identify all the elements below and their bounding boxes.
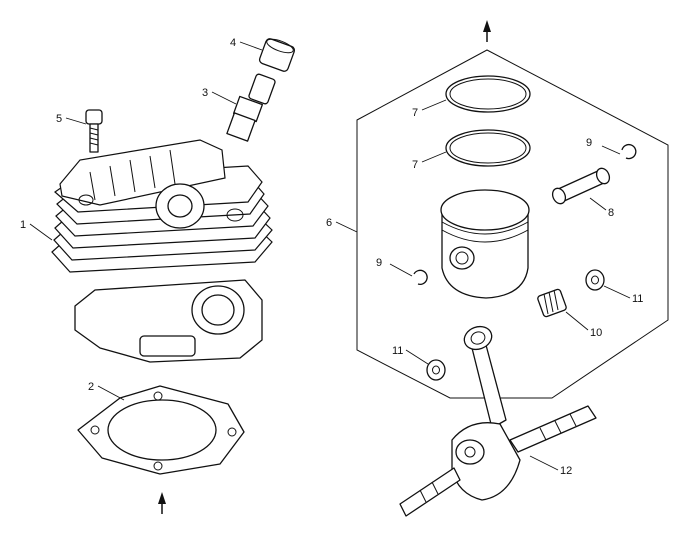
top-direction-arrow [483, 20, 491, 42]
decompression-valve [226, 73, 276, 142]
callout-9-lower: 9 [376, 257, 382, 269]
callout-7-lower: 7 [412, 159, 418, 171]
valve-cap [258, 38, 296, 72]
piston [440, 189, 530, 299]
circlip-upper [621, 143, 637, 160]
circlip-lower [413, 269, 428, 285]
callout-2: 2 [88, 381, 94, 393]
callout-12: 12 [560, 465, 572, 477]
callout-9-upper: 9 [586, 137, 592, 149]
callout-3: 3 [202, 87, 208, 99]
piston-ring-upper [445, 75, 531, 113]
needle-bearing [537, 288, 567, 318]
callout-7-upper: 7 [412, 107, 418, 119]
leader-lines [29, 41, 631, 471]
cylinder [51, 139, 273, 363]
bottom-direction-arrow [158, 492, 166, 514]
callout-8: 8 [608, 207, 614, 219]
crankshaft [399, 325, 597, 517]
piston-group-outline [356, 49, 669, 399]
callout-4: 4 [230, 37, 236, 49]
piston-ring-lower [445, 129, 531, 167]
callout-6: 6 [326, 217, 332, 229]
thrust-washer-right [585, 269, 605, 291]
callout-10: 10 [590, 327, 602, 339]
callout-1: 1 [20, 219, 26, 231]
piston-pin [551, 167, 611, 205]
callout-11-right: 11 [632, 293, 643, 305]
thrust-washer-left [426, 359, 446, 381]
callout-5: 5 [56, 113, 62, 125]
callout-11-left: 11 [392, 345, 403, 357]
base-gasket [77, 385, 245, 475]
cylinder-screw [85, 109, 103, 153]
